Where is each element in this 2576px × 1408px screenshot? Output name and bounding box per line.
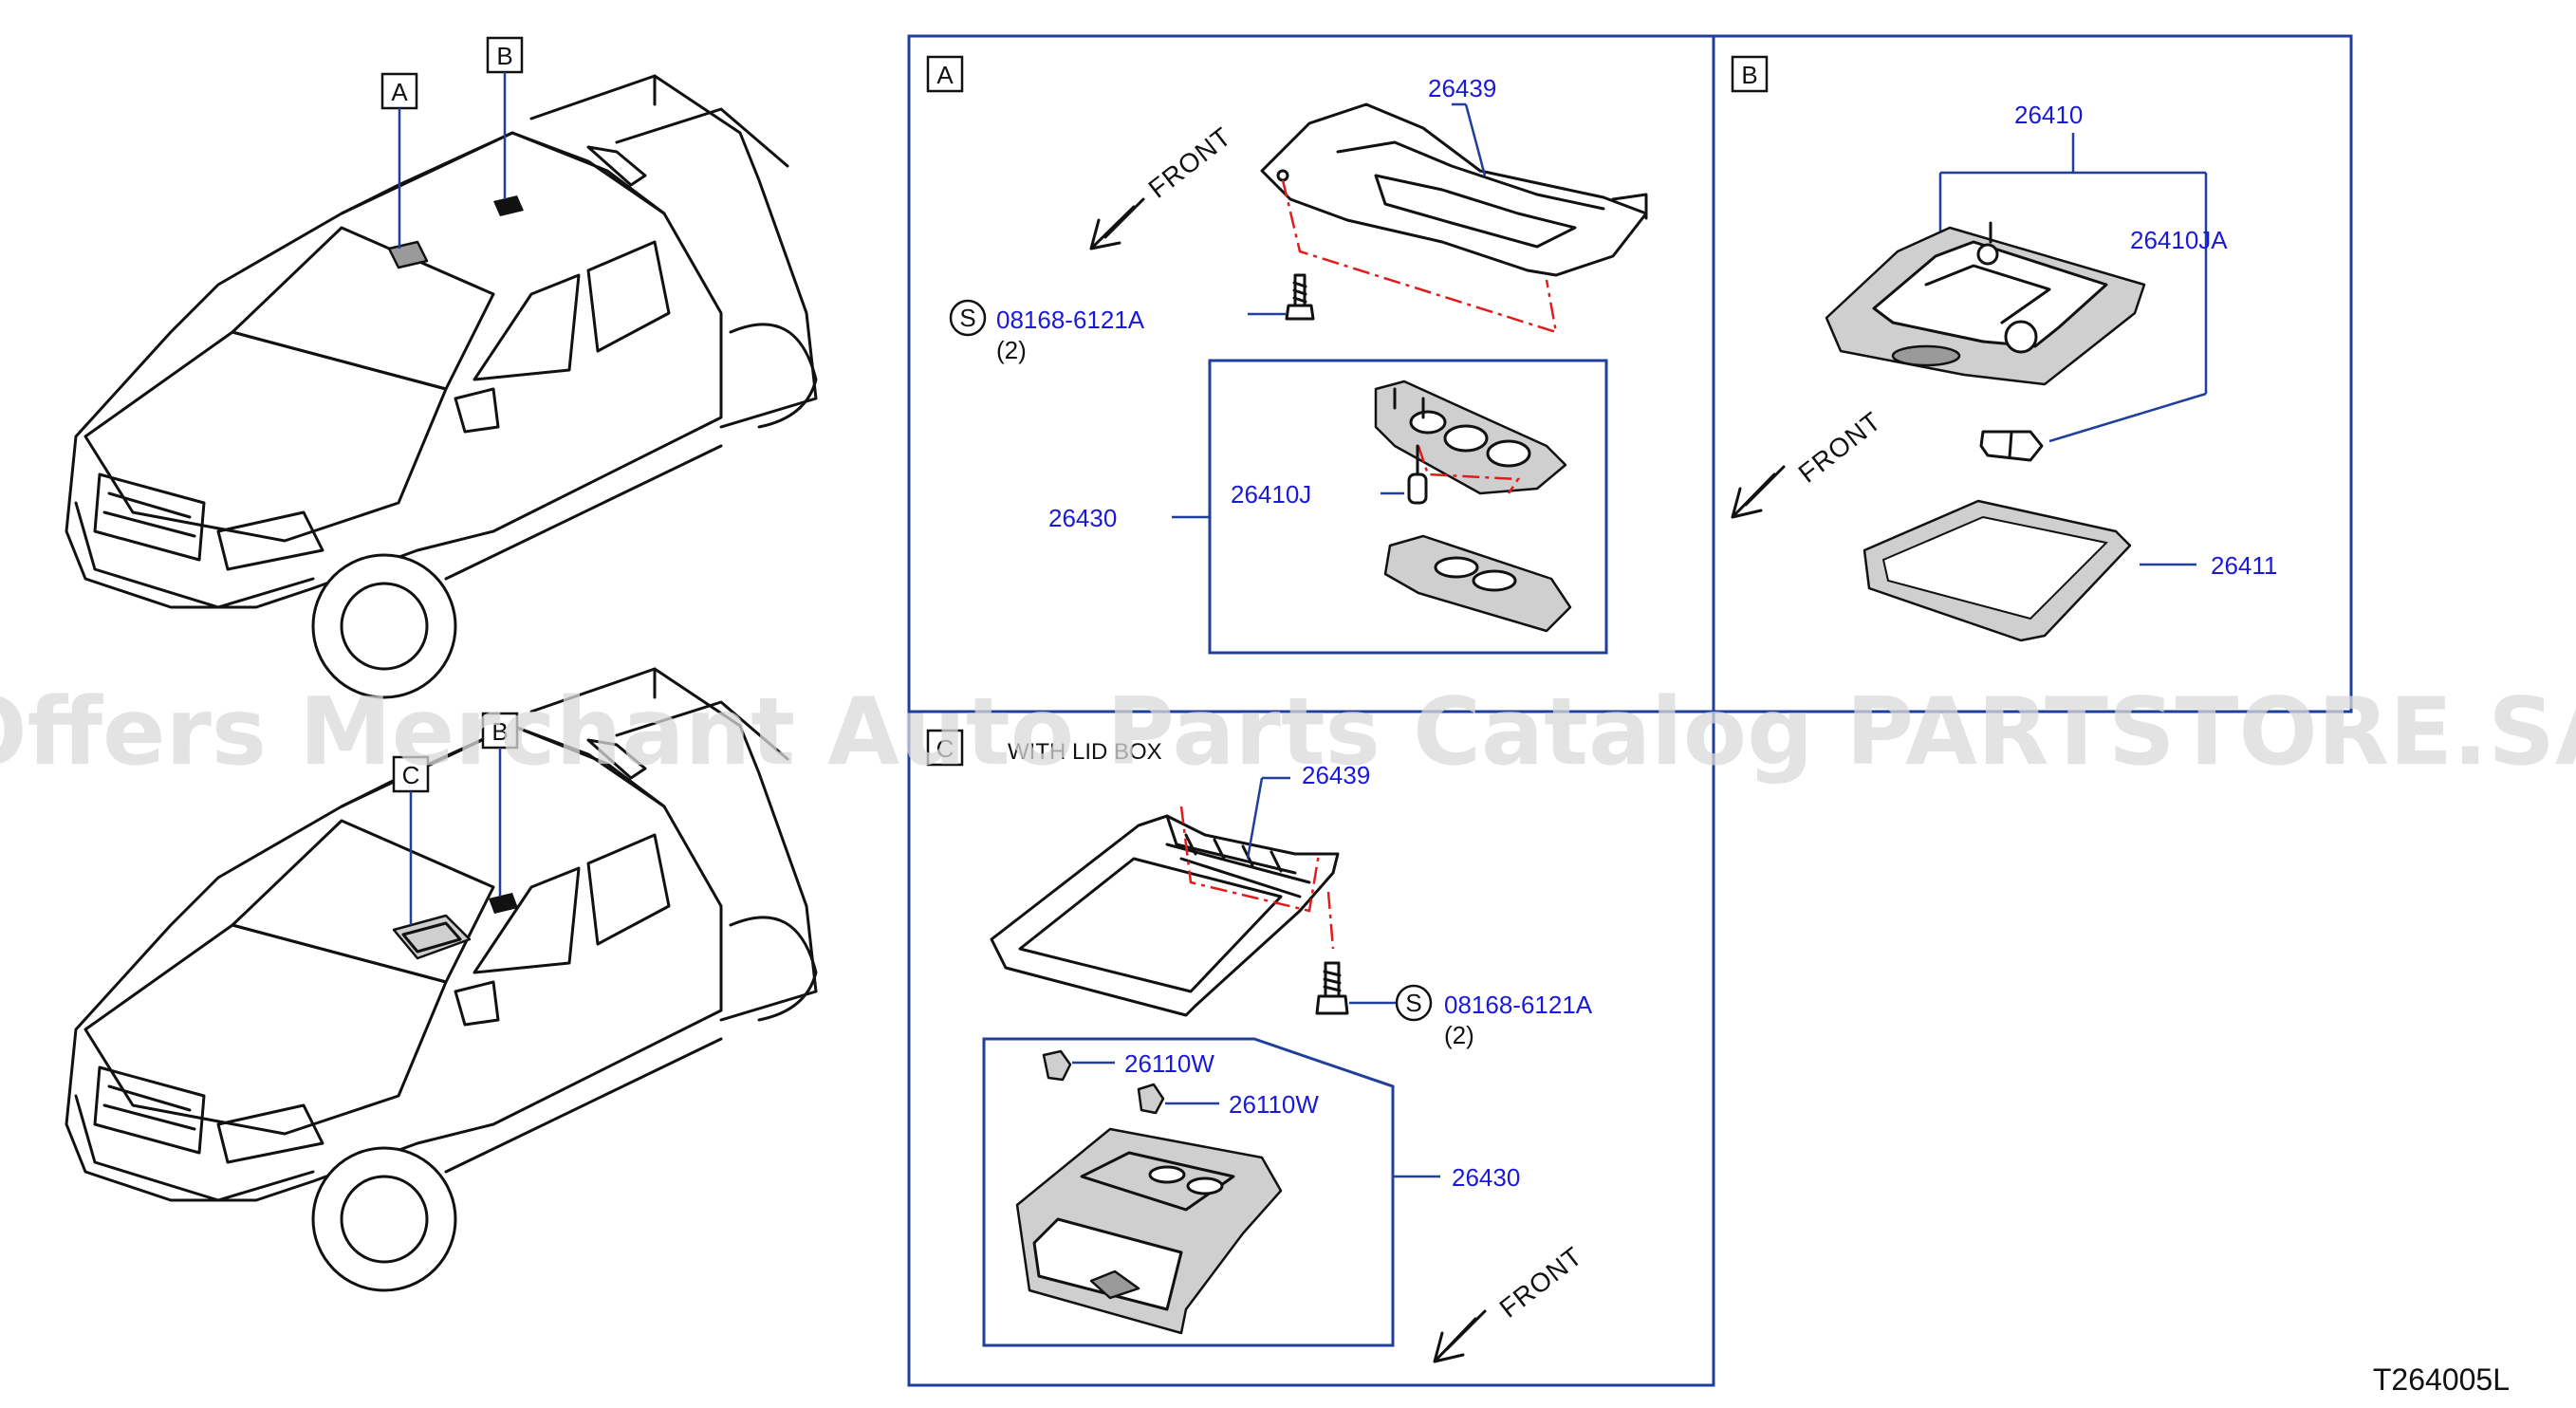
panel-a: A FRONT 26439 S 08168-6121A ( xyxy=(907,34,1715,713)
lid-box-lamp xyxy=(1015,1127,1283,1335)
panel-a-screw-pn: 08168-6121A xyxy=(996,306,1145,334)
watermark: Offers Merchant Auto Parts Catalog PARTS… xyxy=(0,678,2576,787)
panel-c-screw-qty: (2) xyxy=(1444,1021,1474,1049)
panel-a-console-pn: 26439 xyxy=(1428,74,1496,102)
callout-c-label: C xyxy=(402,761,420,789)
bulb-26410j xyxy=(1407,444,1428,505)
lid-box-frame xyxy=(990,814,1340,1017)
console-bracket-part xyxy=(1260,102,1648,277)
front-arrow-c: FRONT xyxy=(1433,1241,1588,1363)
callout-a-top: A xyxy=(380,72,418,249)
panel-c-clip1-pn: 26110W xyxy=(1124,1049,1214,1078)
callout-c-bottom: C xyxy=(392,755,430,925)
clip-26110w-2 xyxy=(1137,1083,1165,1115)
dome-lamp-lens xyxy=(1863,499,2132,642)
callout-b-label-2: B xyxy=(491,717,508,746)
front-label-c: FRONT xyxy=(1494,1241,1588,1324)
panel-b-lamp-pn: 26410 xyxy=(2014,101,2083,129)
front-arrow-a: FRONT xyxy=(1089,121,1237,250)
panel-a-label: A xyxy=(936,61,954,89)
panel-c-screw-pn: 08168-6121A xyxy=(1444,991,1593,1019)
clip-26110w-1 xyxy=(1042,1049,1072,1082)
truck-illustration-bottom xyxy=(65,667,818,1292)
panel-c-clip2-pn: 26110W xyxy=(1229,1090,1319,1119)
panel-c-label: C xyxy=(936,734,954,763)
screw-symbol-c: S xyxy=(1405,989,1421,1017)
front-label-a: FRONT xyxy=(1143,121,1237,204)
panel-b-label: B xyxy=(1741,61,1757,89)
panel-a-screw-qty: (2) xyxy=(996,336,1027,364)
callout-b-top: B xyxy=(486,36,524,199)
diagram-id: T264005L xyxy=(2373,1362,2510,1397)
map-lamp-lens xyxy=(1383,534,1572,633)
panel-c-lamp-pn: 26430 xyxy=(1452,1163,1520,1192)
front-label-b: FRONT xyxy=(1793,406,1887,489)
panel-b: B 26410 26410JA FRONT xyxy=(1712,34,2353,713)
panel-b-lens-pn: 26411 xyxy=(2211,551,2277,580)
panel-b-bulb-pn: 26410JA xyxy=(2130,226,2228,254)
screw-symbol-a: S xyxy=(959,304,975,332)
screw-c xyxy=(1315,961,1349,1015)
bulb-26410ja xyxy=(1979,430,2044,462)
callout-a-label: A xyxy=(391,78,408,106)
callout-b-label: B xyxy=(496,42,512,70)
screw-a xyxy=(1285,273,1315,321)
panel-c-console-pn: 26439 xyxy=(1302,761,1370,789)
callout-b-bottom: B xyxy=(481,712,519,897)
front-arrow-b: FRONT xyxy=(1731,406,1887,519)
panel-a-lamp-pn: 26430 xyxy=(1048,504,1117,532)
panel-a-bulb-pn: 26410J xyxy=(1231,480,1311,509)
panel-c-caption: WITH LID BOX xyxy=(1008,739,1162,765)
dome-lamp-assembly xyxy=(1825,221,2146,386)
map-lamp-housing xyxy=(1374,380,1567,495)
panel-c: C WITH LID BOX 26439 S 08168-6121A (2) xyxy=(907,710,1715,1387)
truck-illustration-top xyxy=(65,74,818,699)
